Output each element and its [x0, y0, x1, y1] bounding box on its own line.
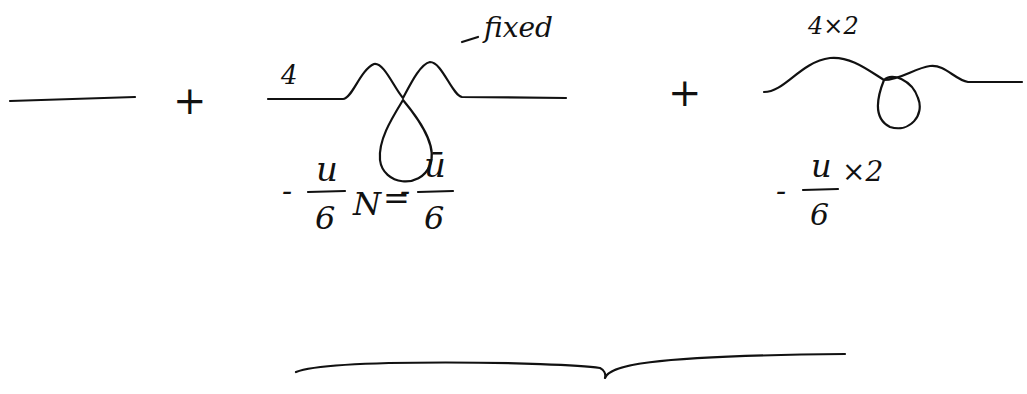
minus-sign: -	[400, 176, 410, 206]
coupling: u	[811, 150, 832, 182]
minus-sign: -	[776, 176, 786, 206]
plus-sign: +	[173, 80, 207, 120]
fixed-note: fixed	[484, 14, 553, 42]
denominator: 6	[315, 202, 335, 234]
brace	[296, 354, 845, 378]
fraction-bar	[308, 191, 345, 192]
vertex-factor: 4	[281, 62, 298, 88]
fixed-pointer	[462, 37, 478, 42]
loop-propagator	[764, 58, 1022, 128]
fraction-bar	[418, 191, 453, 192]
vertex-factor: 4×2	[808, 14, 859, 38]
plus-sign: +	[668, 72, 702, 112]
minus-sign: -	[282, 176, 292, 206]
denominator: 6	[424, 202, 444, 234]
factor-n: N	[353, 188, 381, 220]
denominator: 6	[810, 200, 829, 230]
fraction-bar	[803, 189, 838, 190]
coupling: u	[316, 152, 338, 186]
multiplier: ×2	[842, 158, 883, 186]
bare-propagator	[10, 97, 135, 101]
tadpole-propagator	[268, 62, 566, 99]
coupling-bar: ū	[424, 148, 446, 182]
